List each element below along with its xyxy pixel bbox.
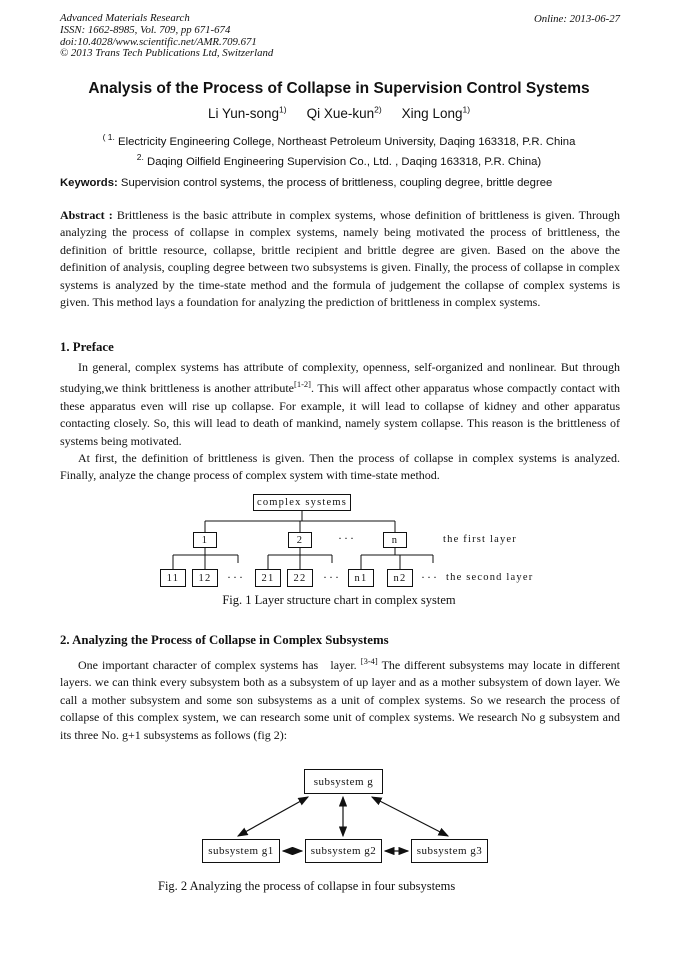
abstract-text: Brittleness is the basic attribute in co… — [60, 208, 620, 310]
section-1-paragraph-1: In general, complex systems has attribut… — [60, 359, 620, 450]
affiliation-2-mark: 2. — [136, 151, 144, 162]
section-1-paragraph-2: At first, the definition of brittleness … — [60, 451, 620, 483]
journal-name: Advanced Materials Research — [60, 12, 190, 24]
author-3-name: Xing Long — [401, 105, 463, 121]
s2-citation-3-4: [3-4] — [360, 656, 378, 666]
section-1-heading: 1. Preface — [60, 340, 114, 354]
paper-title: Analysis of the Process of Collapse in S… — [88, 80, 590, 97]
affiliation-2-text: Daqing Oilfield Engineering Supervision … — [143, 155, 542, 168]
affiliations-block: ( 1. Electricity Engineering College, No… — [0, 130, 678, 169]
s1-p1-text-pre: In general, complex systems has attribut… — [60, 360, 620, 396]
keywords-text: Supervision control systems, the process… — [117, 177, 553, 189]
author-1: Li Yun-song1) — [207, 104, 287, 121]
abstract-paragraph: Abstract : Brittleness is the basic attr… — [60, 207, 620, 311]
fig2-subsystem-g2-node: subsystem g2 — [305, 839, 382, 863]
s2-p1-text-pre: One important character of complex syste… — [78, 658, 361, 672]
fig1-layer1-ellipsis: ··· — [338, 531, 356, 545]
abstract-label: Abstract : — [60, 208, 113, 222]
keywords-label: Keywords: — [60, 177, 118, 189]
fig1-node-21: 21 — [255, 569, 281, 587]
fig1-connector-lines — [172, 511, 434, 569]
keywords-line: Keywords: Supervision control systems, t… — [60, 177, 620, 189]
affiliation-1-text: Electricity Engineering College, Northea… — [114, 135, 576, 148]
affiliation-line-2: 2. Daqing Oilfield Engineering Supervisi… — [0, 150, 678, 170]
author-1-name: Li Yun-song — [207, 105, 279, 121]
fig1-second-layer-label: the second layer — [446, 572, 534, 583]
affiliation-line-1: ( 1. Electricity Engineering College, No… — [0, 130, 678, 150]
figure-2-caption: Fig. 2 Analyzing the process of collapse… — [158, 879, 456, 893]
fig1-node-12: 12 — [192, 569, 218, 587]
fig1-layer2-ellipsis-2: ··· — [323, 570, 341, 584]
figure-1-diagram: complex systems 1 2 ··· n the first laye… — [155, 492, 575, 594]
s1-p1-text-post: . This will affect other apparatus whose… — [60, 381, 620, 448]
author-3: Xing Long1) — [401, 104, 471, 121]
author-2: Qi Xue-kun2) — [306, 104, 382, 121]
doi-line: doi:10.4028/www.scientific.net/AMR.709.6… — [60, 35, 257, 48]
figure-1-caption: Fig. 1 Layer structure chart in complex … — [222, 593, 456, 607]
fig1-node-1: 1 — [193, 532, 217, 548]
fig1-node-n1: n1 — [348, 569, 374, 587]
fig1-node-n: n — [383, 532, 407, 548]
fig1-node-n2: n2 — [387, 569, 413, 587]
author-2-name: Qi Xue-kun — [306, 105, 375, 121]
fig1-node-11: 11 — [160, 569, 186, 587]
author-1-affmark: 1) — [279, 104, 287, 114]
fig1-root-node: complex systems — [253, 494, 351, 511]
fig2-arrow-lines — [236, 795, 450, 856]
s2-p1-text-post: The different subsystems may locate in d… — [60, 658, 621, 742]
fig1-first-layer-label: the first layer — [443, 534, 517, 545]
section-2-paragraph-1: One important character of complex syste… — [60, 653, 620, 744]
journal-header-info: Advanced Materials Research ISSN: 1662-8… — [60, 12, 274, 60]
copyright-line: © 2013 Trans Tech Publications Ltd, Swit… — [60, 47, 274, 60]
section-1-body: In general, complex systems has attribut… — [60, 359, 620, 485]
fig1-layer2-ellipsis-3: ··· — [421, 570, 439, 584]
author-2-affmark: 2) — [374, 104, 382, 114]
affiliation-1-mark: ( 1. — [102, 132, 115, 142]
authors-line: Li Yun-song1)Qi Xue-kun2)Xing Long1) — [0, 104, 678, 121]
fig1-layer2-ellipsis-1: ··· — [227, 570, 245, 584]
fig2-subsystem-g1-node: subsystem g1 — [202, 839, 280, 863]
online-date: Online: 2013-06-27 — [533, 13, 620, 25]
author-3-affmark: 1) — [462, 104, 471, 114]
fig1-node-2: 2 — [288, 532, 312, 548]
fig2-subsystem-g-node: subsystem g — [304, 769, 383, 794]
section-2-body: One important character of complex syste… — [60, 653, 620, 744]
section-2-heading: 2. Analyzing the Process of Collapse in … — [60, 633, 389, 647]
issn-line: ISSN: 1662-8985, Vol. 709, pp 671-674 — [60, 23, 231, 36]
figure-2-diagram: subsystem g subsystem g1 subsystem g2 su… — [174, 766, 504, 878]
fig1-node-22: 22 — [287, 569, 313, 587]
s1-citation-1-2: [1-2] — [294, 379, 311, 390]
fig2-subsystem-g3-node: subsystem g3 — [411, 839, 488, 863]
